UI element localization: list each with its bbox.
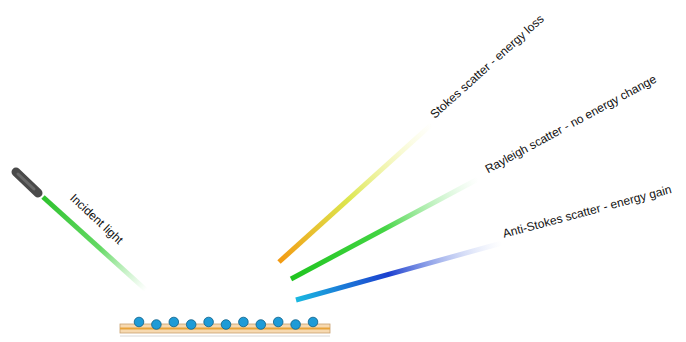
stokes-beam	[279, 124, 432, 262]
sample-shadow	[120, 336, 330, 337]
beam-label: Stokes scatter - energy loss	[427, 12, 546, 121]
molecule-dot	[169, 317, 179, 327]
molecule-dot	[186, 320, 196, 330]
rayleigh-beam	[291, 179, 478, 279]
molecule-dot	[308, 317, 318, 327]
laser-highlight	[18, 174, 34, 189]
molecule-dot	[273, 317, 283, 327]
beam-label: Incident light	[67, 191, 126, 247]
sample	[120, 317, 330, 336]
molecule-dot	[221, 320, 231, 330]
beam-label: Anti-Stokes scatter - energy gain	[501, 182, 673, 241]
molecule-dot	[152, 320, 162, 330]
laser-source	[16, 172, 38, 193]
anti-stokes-beam	[296, 243, 502, 300]
laser-body	[16, 172, 38, 193]
molecule-dot	[256, 320, 266, 330]
molecule-dot	[204, 317, 214, 327]
molecule-dot	[239, 317, 249, 327]
molecule-dot	[291, 320, 301, 330]
molecule-dot	[134, 317, 144, 327]
beam-label: Rayleigh scatter - no energy change	[483, 72, 659, 176]
molecules	[134, 317, 318, 329]
